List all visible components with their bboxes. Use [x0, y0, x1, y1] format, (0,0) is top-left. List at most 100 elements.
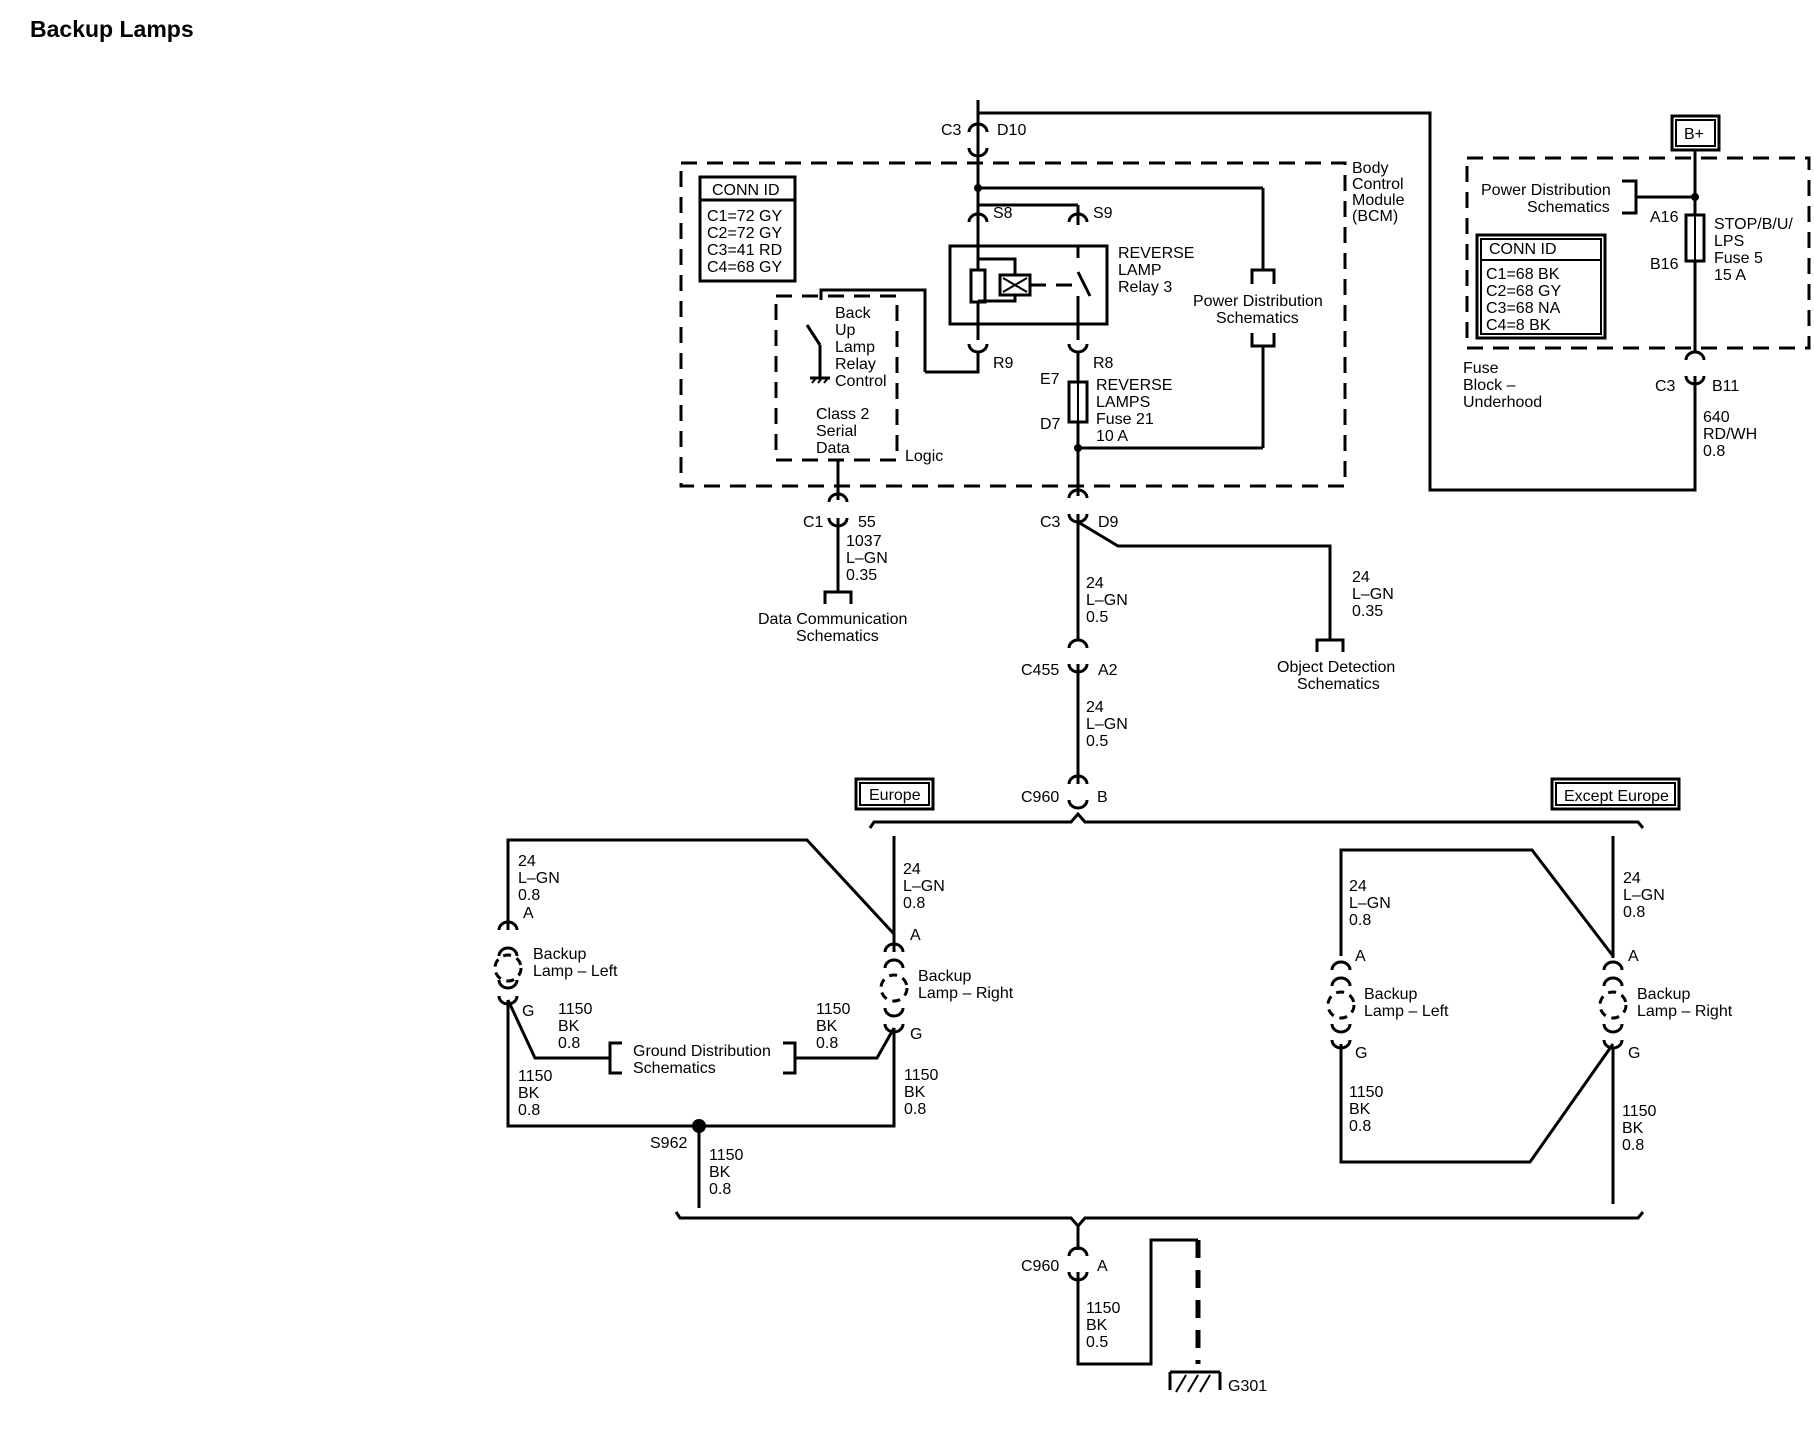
pin-a2: A2 [1098, 662, 1118, 679]
wire-24-05-label-lower: 24 L–GN 0.5 [1086, 699, 1128, 750]
option-europe-box: Europe [854, 777, 935, 811]
svg-text:Lamp: Lamp [835, 339, 875, 356]
svg-text:C4=68 GY: C4=68 GY [707, 259, 782, 276]
svg-text:Underhood: Underhood [1463, 394, 1542, 411]
pin-55: 55 [858, 514, 876, 531]
except-europe-right-a-wire-label: 24 L–GN 0.8 [1623, 870, 1665, 921]
fuse-block-boundary [1465, 156, 1811, 350]
svg-text:Except Europe: Except Europe [1564, 788, 1669, 805]
svg-text:1150: 1150 [518, 1068, 553, 1085]
svg-text:Backup: Backup [1637, 986, 1690, 1003]
svg-text:LAMP: LAMP [1118, 262, 1162, 279]
svg-text:1150: 1150 [1086, 1300, 1121, 1317]
conn-id-header: CONN ID [712, 182, 780, 199]
svg-text:BK: BK [709, 1164, 731, 1181]
svg-text:REVERSE: REVERSE [1096, 377, 1172, 394]
svg-text:24: 24 [1352, 569, 1370, 586]
option-bus-bottom [674, 1211, 1645, 1229]
svg-text:LPS: LPS [1714, 233, 1744, 250]
svg-text:A: A [910, 927, 921, 944]
svg-text:Europe: Europe [869, 787, 921, 804]
svg-text:Control: Control [835, 373, 887, 390]
svg-text:LAMPS: LAMPS [1096, 394, 1150, 411]
svg-text:C3=68 NA: C3=68 NA [1486, 300, 1561, 317]
europe-right-ground-label: 1150 BK 0.8 [904, 1067, 939, 1118]
pin-b11: B11 [1712, 378, 1739, 395]
svg-text:1150: 1150 [1622, 1103, 1657, 1120]
relay-control-switch [805, 288, 927, 384]
pin-r8: R8 [1093, 355, 1114, 372]
fuse-block-underhood: B+ Fuse Block – Underhood Power Distribu… [1463, 114, 1811, 460]
ground-distribution-ref[interactable]: Ground Distribution Schematics [633, 1043, 771, 1077]
except-europe-backup-lamp-right: A G Backup Lamp – Right [1598, 948, 1733, 1062]
svg-text:24: 24 [903, 861, 921, 878]
ground-wire [1076, 1238, 1198, 1366]
pin-c455: C455 [1021, 662, 1059, 679]
pin-d9: D9 [1098, 514, 1119, 531]
europe-backup-lamp-left: A G Backup Lamp – Left [493, 905, 618, 1020]
body-control-module: Body Control Module (BCM) CONN ID C1=72 … [679, 100, 1405, 500]
fuse-block-power-distribution-ref[interactable]: Power Distribution Schematics [1481, 179, 1638, 216]
svg-text:15 A: 15 A [1714, 267, 1746, 284]
serial-data-label: Class 2 Serial Data [816, 406, 869, 457]
svg-text:Module: Module [1352, 192, 1405, 209]
pin-c1: C1 [803, 514, 824, 531]
svg-text:Power Distribution: Power Distribution [1193, 293, 1323, 310]
pin-b: B [1097, 789, 1108, 806]
svg-text:C4=8 BK: C4=8 BK [1486, 317, 1551, 334]
data-communication-ref[interactable]: Data Communication Schematics [758, 611, 907, 645]
svg-text:Schematics: Schematics [1297, 676, 1380, 693]
splice-s962-wire-label: 1150 BK 0.8 [709, 1147, 744, 1198]
svg-text:24: 24 [518, 853, 536, 870]
bcm-power-distribution-ref[interactable]: Power Distribution Schematics [1193, 268, 1323, 348]
svg-text:BK: BK [558, 1018, 580, 1035]
ground-g301-icon [1168, 1370, 1222, 1393]
svg-text:G: G [1355, 1045, 1367, 1062]
bcm-conn-id-box: CONN ID C1=72 GY C2=72 GY C3=41 RD C4=68… [698, 175, 797, 283]
svg-text:L–GN: L–GN [1086, 716, 1128, 733]
object-detection-ref[interactable]: Object Detection Schematics [1277, 659, 1395, 693]
svg-text:L–GN: L–GN [1349, 895, 1391, 912]
svg-text:0.8: 0.8 [518, 1102, 540, 1119]
svg-text:A: A [523, 905, 534, 922]
svg-text:1150: 1150 [709, 1147, 744, 1164]
svg-text:L–GN: L–GN [1352, 586, 1394, 603]
svg-text:24: 24 [1086, 699, 1104, 716]
svg-text:Lamp – Left: Lamp – Left [533, 963, 618, 980]
europe-section: 24 L–GN 0.8 24 L–GN 0.8 A G Backup Lamp … [493, 836, 1014, 1208]
svg-text:Fuse 5: Fuse 5 [1714, 250, 1763, 267]
pin-c960-a: C960 [1021, 1258, 1059, 1275]
svg-text:0.8: 0.8 [816, 1035, 838, 1052]
svg-text:C2=68 GY: C2=68 GY [1486, 283, 1561, 300]
svg-text:STOP/B/U/: STOP/B/U/ [1714, 216, 1793, 233]
except-europe-section: 24 L–GN 0.8 24 L–GN 0.8 A G Backup Lamp … [1326, 836, 1733, 1204]
svg-text:0.8: 0.8 [904, 1101, 926, 1118]
svg-text:A: A [1628, 948, 1639, 965]
pin-d7: D7 [1040, 416, 1061, 433]
svg-text:L–GN: L–GN [1086, 592, 1128, 609]
europe-backup-lamp-right: A G Backup Lamp – Right [879, 927, 1014, 1043]
europe-left-ground-label: 1150 BK 0.8 [518, 1068, 553, 1119]
svg-text:24: 24 [1349, 878, 1367, 895]
svg-text:Power Distribution: Power Distribution [1481, 182, 1611, 199]
europe-right-a-wire-label: 24 L–GN 0.8 [903, 861, 945, 912]
pin-s9: S9 [1093, 205, 1113, 222]
svg-text:Control: Control [1352, 176, 1404, 193]
svg-text:Relay 3: Relay 3 [1118, 279, 1172, 296]
relay-label: REVERSE LAMP Relay 3 [1118, 245, 1194, 296]
wire-24-035-label: 24 L–GN 0.35 [1352, 569, 1394, 620]
except-europe-right-ground-label: 1150 BK 0.8 [1622, 1103, 1657, 1154]
wire-640-label: 640 RD/WH 0.8 [1703, 409, 1757, 460]
b-plus-feed-wire [976, 111, 1697, 492]
bcm-name-label: Body Control Module (BCM) [1352, 160, 1405, 225]
fuse-21-label: REVERSE LAMPS Fuse 21 10 A [1096, 377, 1172, 445]
pin-e7: E7 [1040, 371, 1060, 388]
svg-text:640: 640 [1703, 409, 1730, 426]
svg-text:0.8: 0.8 [1349, 1118, 1371, 1135]
svg-text:Relay: Relay [835, 356, 876, 373]
ground-g301-label: G301 [1228, 1378, 1267, 1395]
pin-r9: R9 [993, 355, 1014, 372]
pin-s8: S8 [993, 205, 1013, 222]
svg-text:BK: BK [518, 1085, 540, 1102]
svg-text:C2=72 GY: C2=72 GY [707, 225, 782, 242]
